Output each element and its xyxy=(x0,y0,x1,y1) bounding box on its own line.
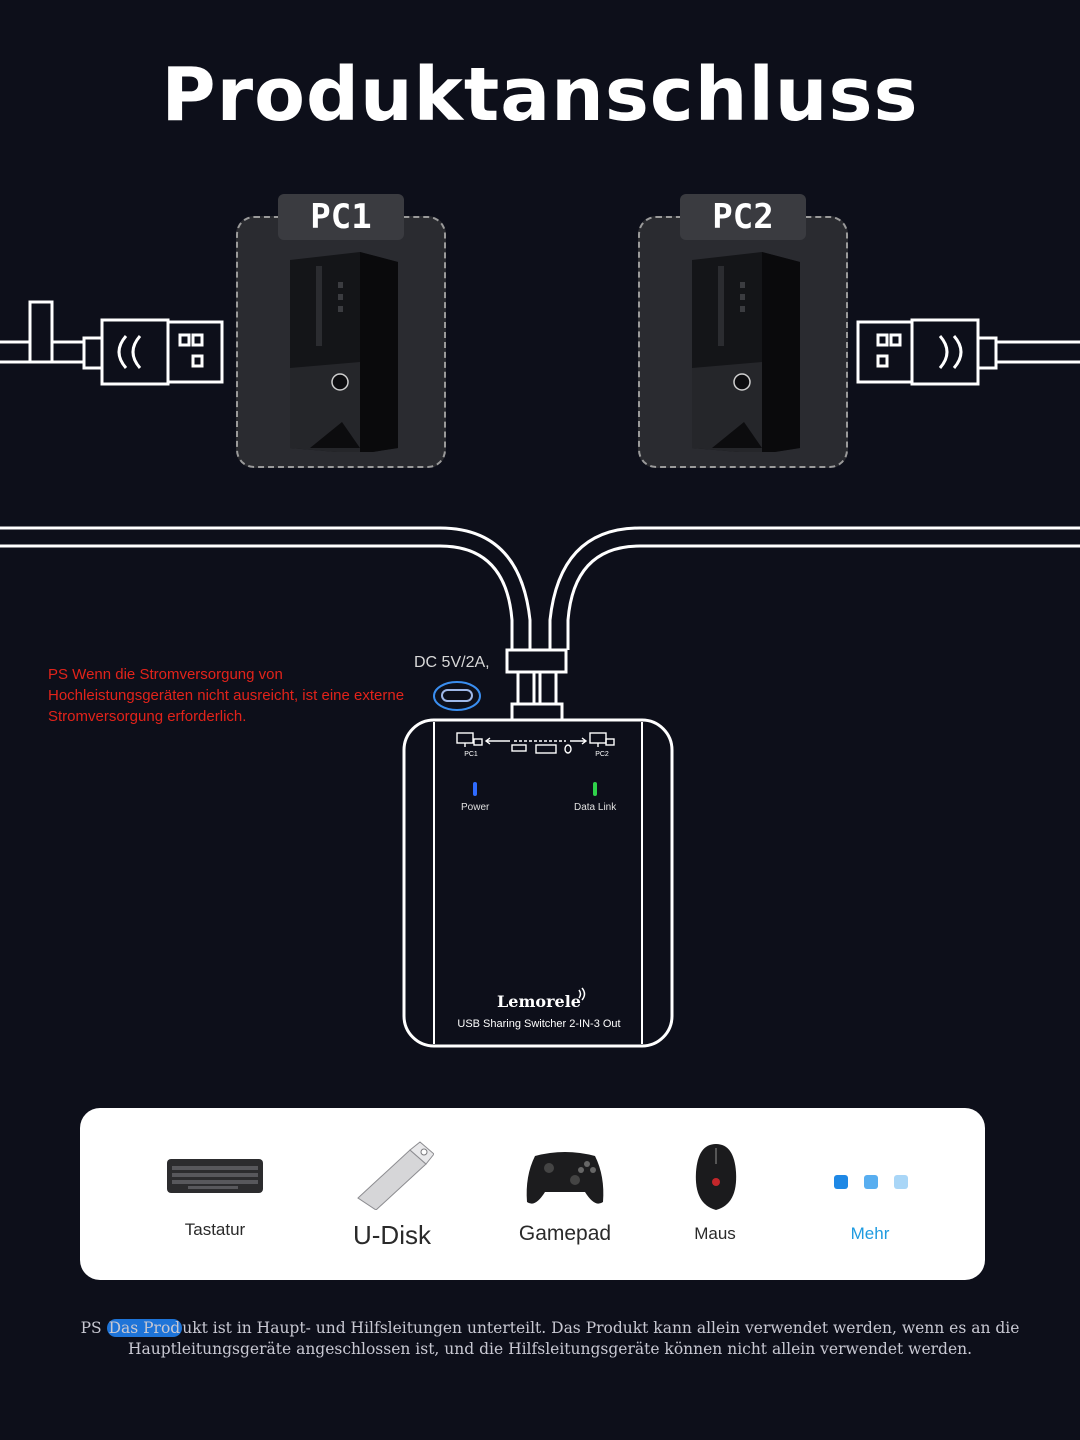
supported-devices-panel: Tastatur U-Disk Gamepad xyxy=(80,1108,985,1280)
footnote-highlight: Das Prod xyxy=(106,1319,183,1337)
pc-tower-icon xyxy=(692,252,800,452)
device-mouse: Maus xyxy=(670,1108,760,1280)
footnote-prefix: PS xyxy=(80,1319,107,1337)
device-more[interactable]: Mehr xyxy=(820,1108,920,1280)
power-led-label: Power xyxy=(461,802,490,813)
pc2-card: PC2 xyxy=(638,194,848,468)
device-label: Mehr xyxy=(850,1224,890,1243)
keyboard-icon xyxy=(167,1159,263,1193)
device-usb-drive: U-Disk xyxy=(342,1108,442,1280)
device-gamepad: Gamepad xyxy=(510,1108,620,1280)
usb-flash-drive-icon xyxy=(357,1141,434,1210)
brand-signal-icon xyxy=(578,987,586,1001)
model-name: USB Sharing Switcher 2-IN-3 Out xyxy=(457,1018,621,1030)
gamepad-icon xyxy=(526,1152,604,1204)
pc-tower-icon xyxy=(290,252,398,452)
switch-cables xyxy=(0,526,1080,722)
usb-wave-icon xyxy=(117,335,142,369)
usb-c-port-icon xyxy=(433,681,481,711)
pc2-label: PC2 xyxy=(680,194,806,240)
pc1-card: PC1 xyxy=(236,194,446,468)
device-label: Gamepad xyxy=(518,1222,612,1245)
pc1-label: PC1 xyxy=(278,194,404,240)
left-usb-cable xyxy=(0,300,224,386)
right-usb-cable xyxy=(856,318,1080,386)
dc-power-label: DC 5V/2A, xyxy=(414,654,490,671)
power-warning-text: PS Wenn die Stromversorgung von Hochleis… xyxy=(48,666,405,725)
device-keyboard: Tastatur xyxy=(160,1108,270,1280)
device-label: Maus xyxy=(694,1224,736,1243)
switch-box xyxy=(402,718,674,1048)
page-title: Produktanschluss xyxy=(161,52,919,138)
brand-logo: Lemorele xyxy=(497,992,581,1011)
more-dots-icon xyxy=(834,1175,908,1189)
device-label: U-Disk xyxy=(353,1220,431,1250)
data-link-led xyxy=(593,782,597,796)
port-label-pc1: PC1 xyxy=(464,751,478,758)
power-led xyxy=(473,782,477,796)
footnote-body: ukt ist in Haupt- und Hilfsleitungen unt… xyxy=(127,1319,1020,1358)
data-link-led-label: Data Link xyxy=(574,802,617,813)
port-icons-row xyxy=(456,732,615,754)
port-label-pc2: PC2 xyxy=(595,751,609,758)
mouse-icon xyxy=(695,1144,737,1210)
device-label: Tastatur xyxy=(184,1220,246,1239)
